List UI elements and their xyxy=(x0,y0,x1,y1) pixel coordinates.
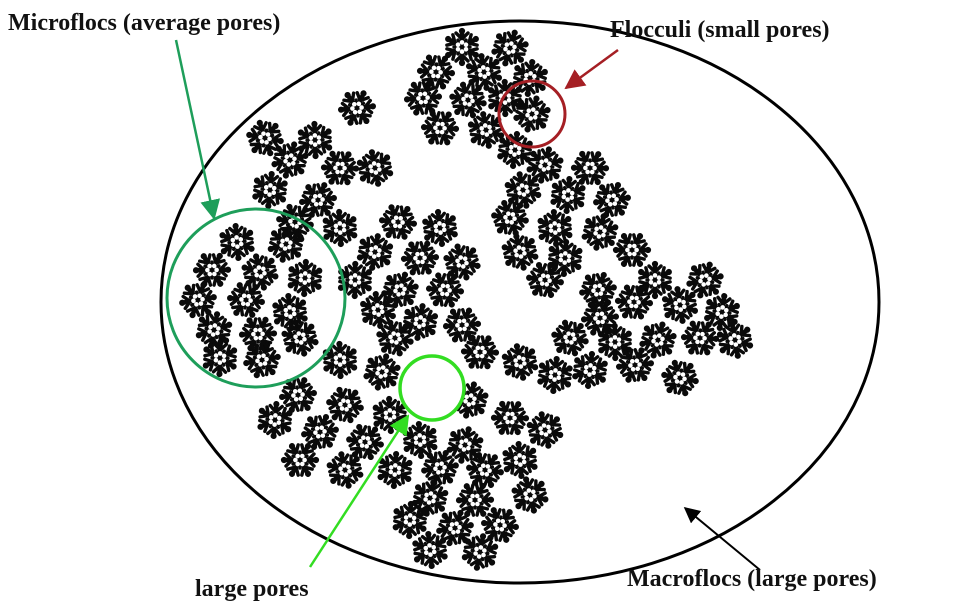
macrofloc-boundary xyxy=(159,19,881,585)
flocculi-arrow xyxy=(564,48,619,90)
snowflake-icon xyxy=(573,266,622,314)
snowflake-icon xyxy=(653,351,706,404)
snowflake-icon xyxy=(484,392,536,444)
microfloc-highlight-circle xyxy=(165,207,347,389)
large-pore-circle xyxy=(398,354,466,422)
microflocs-arrow xyxy=(174,39,221,220)
large-pores-label: large pores xyxy=(195,576,309,602)
flocculi-highlight-circle xyxy=(497,79,567,149)
snowflake-icon xyxy=(534,355,576,396)
snowflake-icon xyxy=(509,91,556,137)
snowflake-icon xyxy=(390,500,430,539)
snowflake-icon xyxy=(285,258,325,297)
microflocs-label: Microflocs (average pores) xyxy=(8,10,280,36)
snowflake-icon xyxy=(336,261,375,299)
large-pores-arrow xyxy=(308,414,410,568)
macroflocs-arrow xyxy=(683,506,761,571)
flocculi-label: Flocculi (small pores) xyxy=(610,17,830,43)
macroflocs-label: Macroflocs (large pores) xyxy=(627,566,877,592)
snowflake-icon xyxy=(332,83,382,133)
